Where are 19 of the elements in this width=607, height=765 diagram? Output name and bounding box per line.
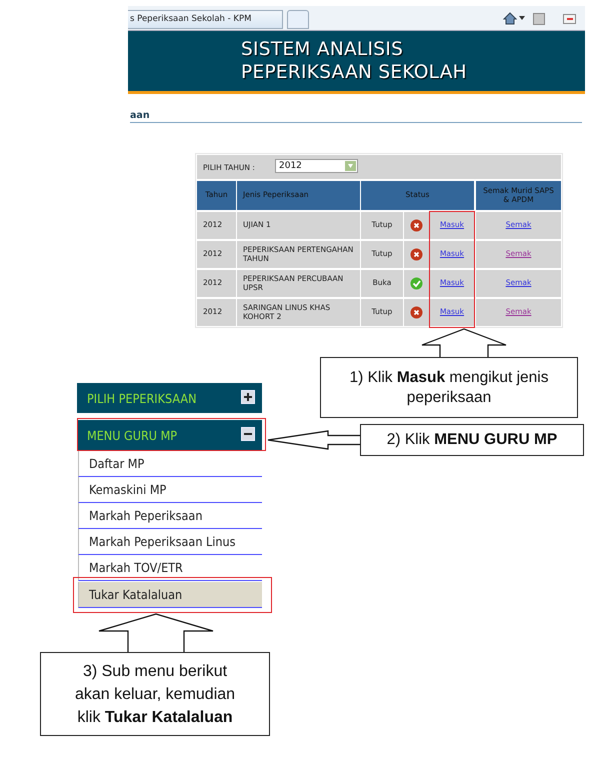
browser-tab: s Peperiksaan Sekolah - KPM (128, 10, 283, 29)
menu-item: Markah Peperiksaan Linus (78, 529, 262, 555)
page-heading: aan (130, 110, 150, 121)
block-arrow (421, 328, 507, 358)
block-arrow (98, 613, 214, 653)
callout-box: 2) Klik MENU GURU MP (360, 424, 584, 456)
menu-item: Markah Peperiksaan (78, 503, 262, 529)
year-select: 2012 (275, 159, 358, 173)
menu-item: Kemaskini MP (78, 477, 262, 503)
callout-box: 3) Sub menu berikut akan keluar, kemudian klik Tukar Katalaluan (40, 652, 270, 736)
block-arrow (267, 430, 361, 450)
menu-header: MENU GURU MP (77, 420, 262, 450)
menu-item: Daftar MP (78, 451, 262, 477)
menu-item: Tukar Katalaluan (78, 582, 262, 608)
highlight-frame (429, 211, 475, 328)
menu-header: PILIH PEPERIKSAAN (77, 383, 262, 413)
menu-item: Markah TOV/ETR (78, 555, 262, 581)
callout-box: 1) Klik Masuk mengikut jenis peperiksaan (320, 357, 578, 418)
header-title: SISTEM ANALISIS PEPERIKSAAN SEKOLAH (241, 38, 468, 84)
